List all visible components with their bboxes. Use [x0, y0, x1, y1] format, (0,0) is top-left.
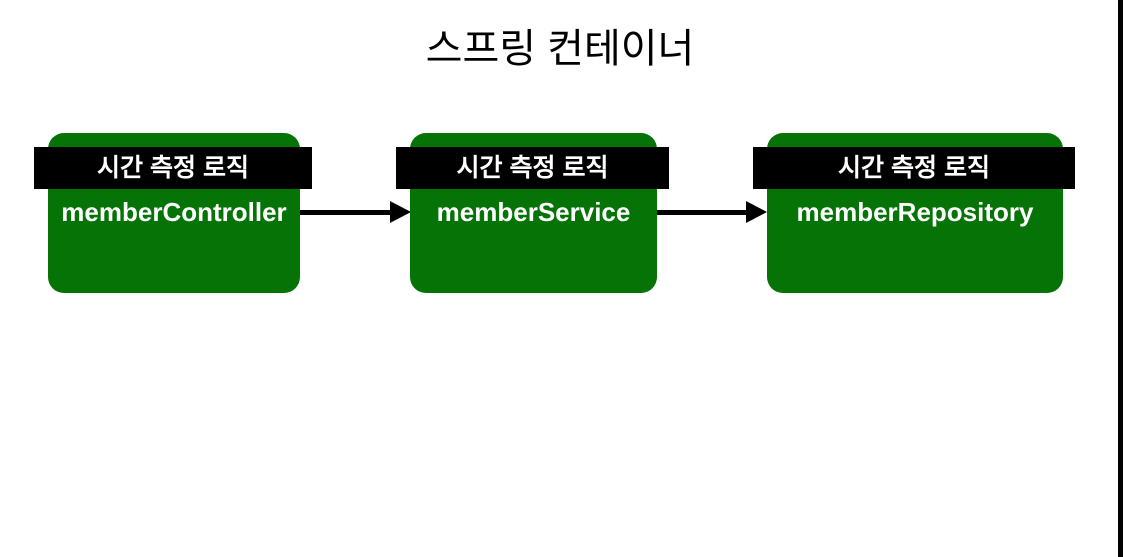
node-member-controller: 시간 측정 로직 memberController: [34, 133, 312, 293]
arrow-controller-to-service-head-icon: [390, 201, 411, 223]
node-member-repository: 시간 측정 로직 memberRepository: [753, 133, 1075, 293]
time-measure-badge: 시간 측정 로직: [753, 147, 1075, 189]
node-label-member-service: memberService: [436, 197, 631, 227]
node-label-member-controller: memberController: [61, 197, 287, 227]
time-measure-badge: 시간 측정 로직: [34, 147, 312, 189]
diagram-title: 스프링 컨테이너: [425, 27, 695, 71]
arrow-controller-to-service-line: [300, 210, 392, 215]
slide-right-edge-line: [1118, 0, 1123, 557]
time-measure-badge: 시간 측정 로직: [396, 147, 669, 189]
node-member-service: 시간 측정 로직 memberService: [396, 133, 669, 293]
node-label-member-repository: memberRepository: [796, 197, 1034, 227]
arrow-service-to-repository-line: [657, 210, 749, 215]
arrow-service-to-repository-head-icon: [746, 201, 767, 223]
